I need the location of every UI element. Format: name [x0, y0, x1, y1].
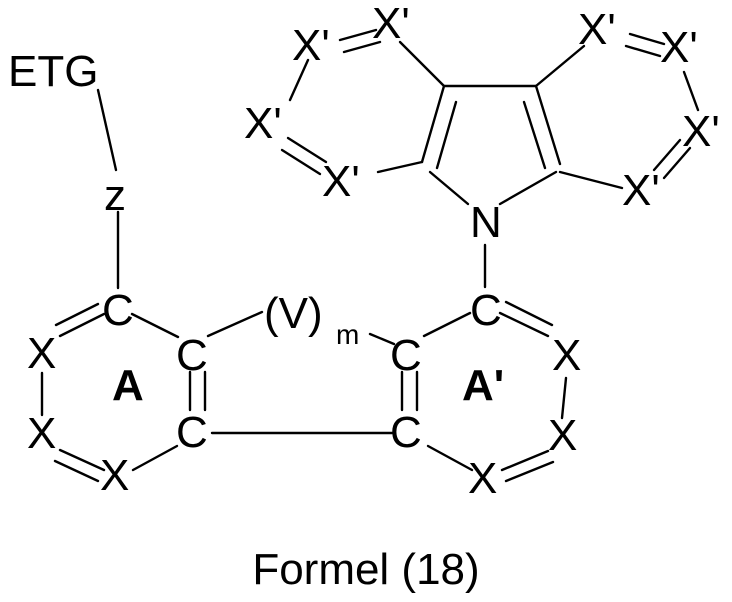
bond-c-c-ring — [132, 314, 178, 337]
x-prime-atom-2: X' — [372, 0, 410, 48]
bond-xp-c-left — [378, 162, 422, 172]
bonds — [42, 30, 698, 481]
x-atom-2: X — [27, 409, 56, 458]
bond-xp-c-right — [560, 172, 622, 188]
carbon-atom-right-ring-lower: C — [390, 408, 422, 457]
bond-x3-c — [133, 446, 177, 470]
bond-c-c-right-ring — [424, 313, 470, 336]
x-atom-1: X — [27, 329, 56, 378]
bond-c-x4-double — [506, 302, 552, 325]
etg-label: ETG — [8, 47, 98, 96]
atom-labels: ETG z C C C X X X A (V) m C C C A' X X X… — [8, 0, 720, 503]
x-prime-atom-8: X' — [622, 166, 660, 215]
x-prime-atom-3: X' — [244, 99, 282, 148]
bond-c-xp-top — [400, 42, 444, 86]
bond-c-xp-right-top — [536, 46, 584, 86]
x-prime-atom-6: X' — [660, 23, 698, 72]
nitrogen-atom: N — [470, 198, 502, 247]
bond-xp-xp-top — [340, 30, 376, 40]
bond-c-x1-double — [56, 304, 98, 325]
bridge-group-label: (V) — [264, 289, 323, 338]
bond-c-c-pyrrole-left-double — [437, 102, 456, 168]
x-atom-5: X — [548, 411, 577, 460]
bond-xp-xp-right — [684, 72, 698, 110]
bond-n-c-left — [430, 172, 468, 204]
carbon-atom-left-ring-lower: C — [176, 408, 208, 457]
bond-xp-xp-right-top — [630, 34, 664, 44]
carbon-atom-right-ring-upper: C — [390, 331, 422, 380]
x-prime-atom-1: X' — [292, 21, 330, 70]
x-atom-6: X — [468, 454, 497, 503]
x-prime-atom-5: X' — [578, 5, 616, 54]
bond-n-c-right — [500, 172, 556, 204]
carbon-atom-top-right: C — [470, 286, 502, 335]
formula-caption: Formel (18) — [252, 545, 479, 594]
bond-c-x1 — [60, 314, 104, 336]
carbon-atom-top-left: C — [102, 286, 134, 335]
bridge-subscript-label: m — [336, 319, 359, 350]
bond-c-c-pyrrole-left — [422, 86, 444, 162]
bond-xp-xp-right-top-double — [626, 46, 660, 56]
x-atom-3: X — [100, 451, 129, 500]
bond-etg-z — [98, 90, 116, 170]
x-prime-atom-7: X' — [682, 107, 720, 156]
bond-c-x4 — [500, 313, 548, 336]
ring-label-a: A — [112, 361, 144, 410]
bond-c-c-pyrrole-right-double — [524, 102, 545, 168]
ring-label-a-prime: A' — [462, 361, 504, 410]
bond-x6-c — [428, 446, 472, 470]
carbon-atom-left-ring-upper: C — [176, 331, 208, 380]
bond-c-v — [208, 312, 262, 336]
z-linker-label: z — [104, 171, 126, 220]
x-atom-4: X — [552, 331, 581, 380]
x-prime-atom-4: X' — [322, 157, 360, 206]
